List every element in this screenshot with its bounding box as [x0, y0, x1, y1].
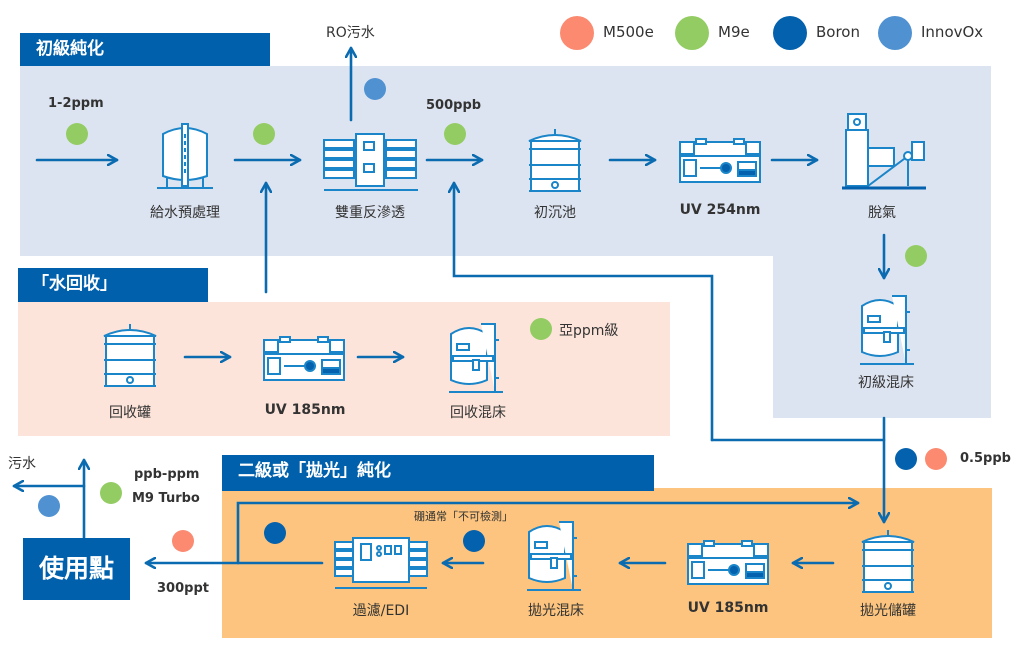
ro-waste-label: RO污水: [326, 25, 375, 41]
recovery-tank-icon: [102, 322, 158, 390]
step-label-primary-tank: 初沉池: [534, 205, 576, 221]
output-level: 300ppt: [157, 581, 209, 596]
arrow-recirc-loop: [236, 503, 860, 565]
waste-label: 污水: [8, 456, 36, 472]
boron-dot-edi: [463, 530, 485, 552]
step-label-recovery-mixed-bed: 回收混床: [450, 405, 506, 421]
recovery-section-header: 「水回收」: [18, 268, 208, 302]
step-label-recovery-uv185: UV 185nm: [264, 402, 346, 418]
step-label-degas: 脫氣: [868, 205, 896, 221]
m9e-dot-use: [100, 482, 122, 504]
legend: M500e M9e Boron InnovOx: [560, 16, 1020, 50]
edi-filter-icon: [333, 536, 429, 592]
step-label-primary-mixed-bed: 初級混床: [858, 375, 914, 391]
mixed-bed-icon: [858, 290, 918, 368]
step-label-edi: 過濾/EDI: [352, 603, 410, 619]
boron-note: 硼通常「不可檢測」: [414, 510, 513, 523]
step-label-polishing-uv185: UV 185nm: [687, 600, 769, 616]
m500e-dot-output: [172, 530, 194, 552]
legend-dot-m9e: [675, 16, 709, 50]
polishing-section-header: 二級或「拋光」純化: [222, 455, 654, 491]
uv-lamp-icon: [678, 138, 762, 184]
legend-dot-innovox: [878, 16, 912, 50]
transfer-level: 0.5ppb: [960, 451, 1011, 466]
polishing-uv-icon: [686, 540, 770, 586]
recovery-uv-icon: [262, 336, 346, 382]
boron-dot-loop: [264, 522, 286, 544]
recovery-mixed-bed-icon: [447, 318, 507, 396]
use-level-range: ppb-ppm: [134, 467, 200, 482]
m500e-dot-transfer: [925, 448, 947, 470]
step-label-uv254: UV 254nm: [679, 202, 761, 218]
m9e-dot-input: [66, 123, 88, 145]
legend-label-innovox: InnovOx: [921, 23, 984, 41]
input-level: 1-2ppm: [48, 96, 104, 111]
boron-dot-transfer: [895, 448, 917, 470]
use-level-monitor: M9 Turbo: [132, 491, 200, 506]
legend-label-boron: Boron: [816, 23, 860, 41]
m9e-dot-ro: [444, 123, 466, 145]
step-label-pretreatment: 給水預處理: [150, 205, 220, 221]
step-label-polishing-mixed-bed: 拋光混床: [528, 603, 584, 619]
point-of-use[interactable]: 使用點: [23, 538, 130, 600]
innovox-dot-use: [38, 495, 60, 517]
legend-dot-m500e: [560, 16, 594, 50]
legend-label-m500e: M500e: [603, 23, 654, 41]
recovery-level: 亞ppm級: [559, 323, 619, 339]
m9e-dot-degas: [905, 245, 927, 267]
storage-tank-icon: [527, 127, 583, 195]
step-label-double-ro: 雙重反滲透: [335, 205, 405, 221]
arrow-polish-loop-return: [454, 181, 714, 442]
step-label-recovery-tank: 回收罐: [109, 405, 151, 421]
m9e-dot-recovery: [530, 318, 552, 340]
feed-tank-icon: [155, 120, 215, 192]
polishing-mixed-bed-icon: [525, 516, 585, 594]
ro-output-level: 500ppb: [426, 98, 482, 113]
m9e-dot-pretreat: [253, 123, 275, 145]
legend-label-m9e: M9e: [718, 23, 750, 41]
polishing-tank-icon: [860, 528, 916, 596]
reverse-osmosis-icon: [322, 132, 420, 194]
step-label-polishing-tank: 拋光儲罐: [860, 603, 916, 619]
degasser-icon: [840, 112, 928, 192]
legend-dot-boron: [773, 16, 807, 50]
innovox-dot-ro: [364, 78, 386, 100]
primary-section-header: 初級純化: [20, 33, 270, 66]
